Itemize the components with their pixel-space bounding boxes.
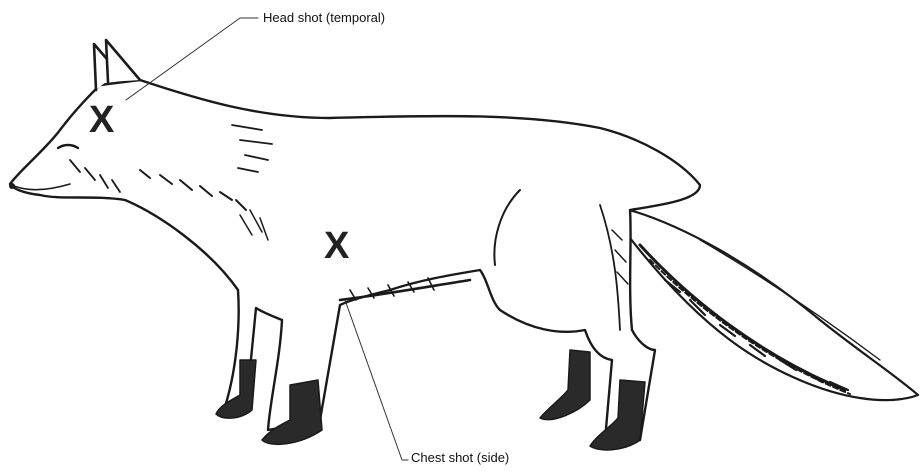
chest-leader-line bbox=[345, 300, 408, 460]
fox-tail bbox=[610, 205, 918, 400]
head-shot-label: Head shot (temporal) bbox=[263, 11, 385, 24]
chest-shot-label: Chest shot (side) bbox=[411, 451, 509, 464]
chest-shot-marker: X bbox=[324, 227, 349, 265]
head-shot-marker: X bbox=[89, 101, 114, 139]
